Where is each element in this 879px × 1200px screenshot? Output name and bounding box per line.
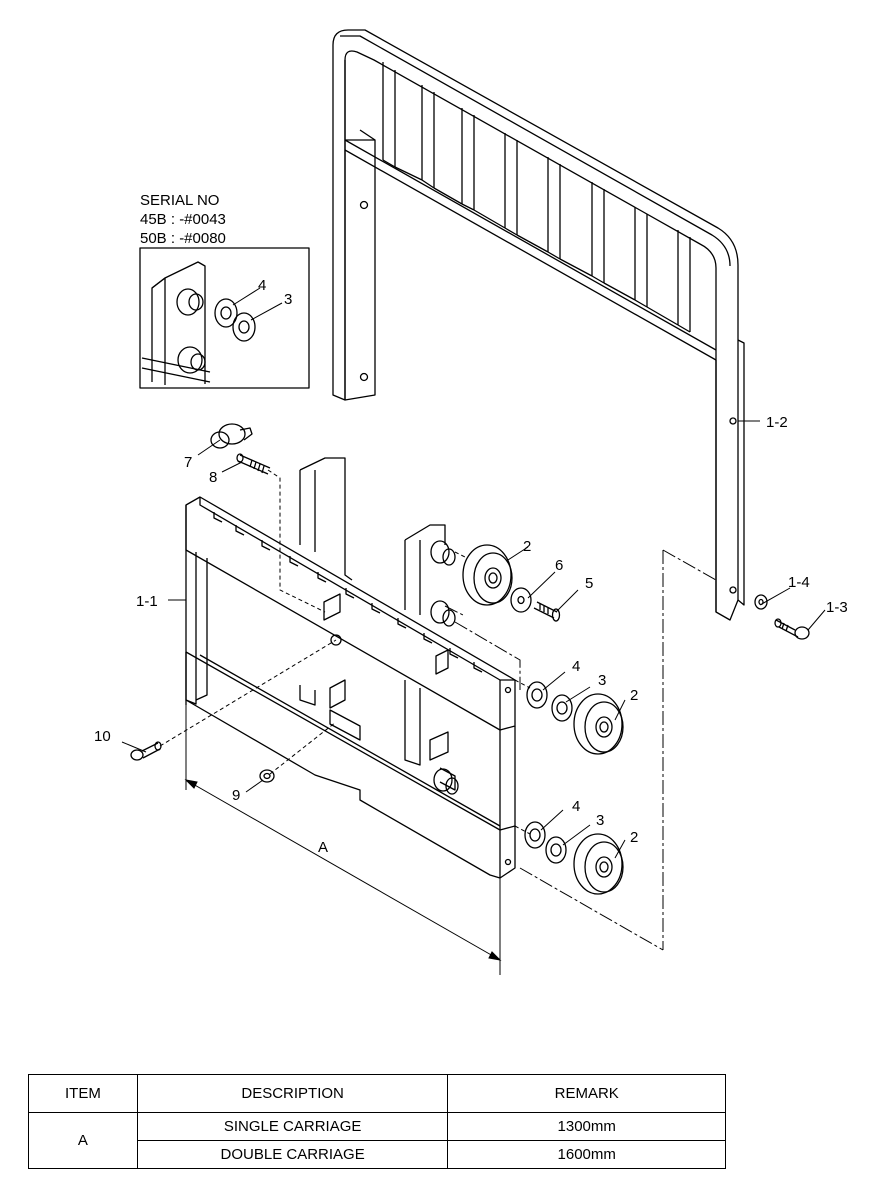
bolt-1-3	[774, 618, 810, 640]
roller-bearing-top	[462, 544, 513, 606]
leader-lines	[121, 287, 826, 859]
remark-cell: 1300mm	[447, 1112, 726, 1141]
callout-3-bottom: 3	[596, 812, 604, 829]
callout-1-4: 1-4	[788, 574, 810, 591]
callout-10: 10	[94, 728, 111, 745]
fork-carriage	[185, 496, 516, 879]
header-item: ITEM	[28, 1074, 138, 1113]
carriage-studs	[430, 540, 459, 795]
description-cell: DOUBLE CARRIAGE	[136, 1140, 449, 1169]
dimension-a	[184, 705, 502, 975]
callout-5: 5	[585, 575, 593, 592]
callout-1-2: 1-2	[766, 414, 788, 431]
item-cell: A	[28, 1112, 138, 1169]
callout-2-bottom: 2	[630, 829, 638, 846]
carriage-rails	[299, 457, 456, 791]
table-header-row: ITEM DESCRIPTION REMARK	[28, 1074, 726, 1113]
callout-7: 7	[184, 454, 192, 471]
serial-title: SERIAL NO	[140, 192, 219, 209]
callout-1-3: 1-3	[826, 599, 848, 616]
callout-3-inset: 3	[284, 291, 292, 308]
serial-line-45b: 45B : -#0043	[140, 211, 226, 228]
callout-2-top: 2	[523, 538, 531, 555]
callout-6: 6	[555, 557, 563, 574]
load-backrest	[332, 29, 745, 621]
callout-4-bottom: 4	[572, 798, 580, 815]
description-cell: SINGLE CARRIAGE	[136, 1112, 449, 1141]
callout-1-1: 1-1	[136, 593, 158, 610]
dimension-a-label: A	[318, 839, 328, 856]
remark-cell: 1600mm	[447, 1140, 726, 1169]
table-row: DOUBLE CARRIAGE 1600mm	[29, 1140, 726, 1169]
callout-4-inset: 4	[258, 277, 266, 294]
callout-9: 9	[232, 787, 240, 804]
serial-line-50b: 50B : -#0080	[140, 230, 226, 247]
detail-inset	[139, 247, 310, 389]
roller-bearing-middle	[573, 693, 624, 755]
roller-bearing-bottom	[573, 833, 624, 895]
table-row: A SINGLE CARRIAGE 1300mm	[28, 1112, 726, 1169]
callout-3-middle: 3	[598, 672, 606, 689]
carriage-spec-table: ITEM DESCRIPTION REMARK A SINGLE CARRIAG…	[28, 1074, 726, 1169]
carriage-exploded-diagram: SERIAL NO 45B : -#0043 50B : -#0080 4 3 …	[94, 29, 848, 975]
callout-2-middle: 2	[630, 687, 638, 704]
callout-8: 8	[209, 469, 217, 486]
hidden-lines	[159, 469, 531, 835]
bolt-10	[130, 741, 162, 761]
stopper-7	[210, 423, 253, 449]
bolt-8	[236, 453, 271, 475]
callout-4-middle: 4	[572, 658, 580, 675]
header-description: DESCRIPTION	[136, 1074, 449, 1113]
bolt-5	[533, 601, 561, 622]
nut-9	[259, 769, 275, 783]
header-remark: REMARK	[447, 1074, 726, 1113]
center-lines	[444, 549, 717, 951]
washers	[510, 587, 573, 864]
